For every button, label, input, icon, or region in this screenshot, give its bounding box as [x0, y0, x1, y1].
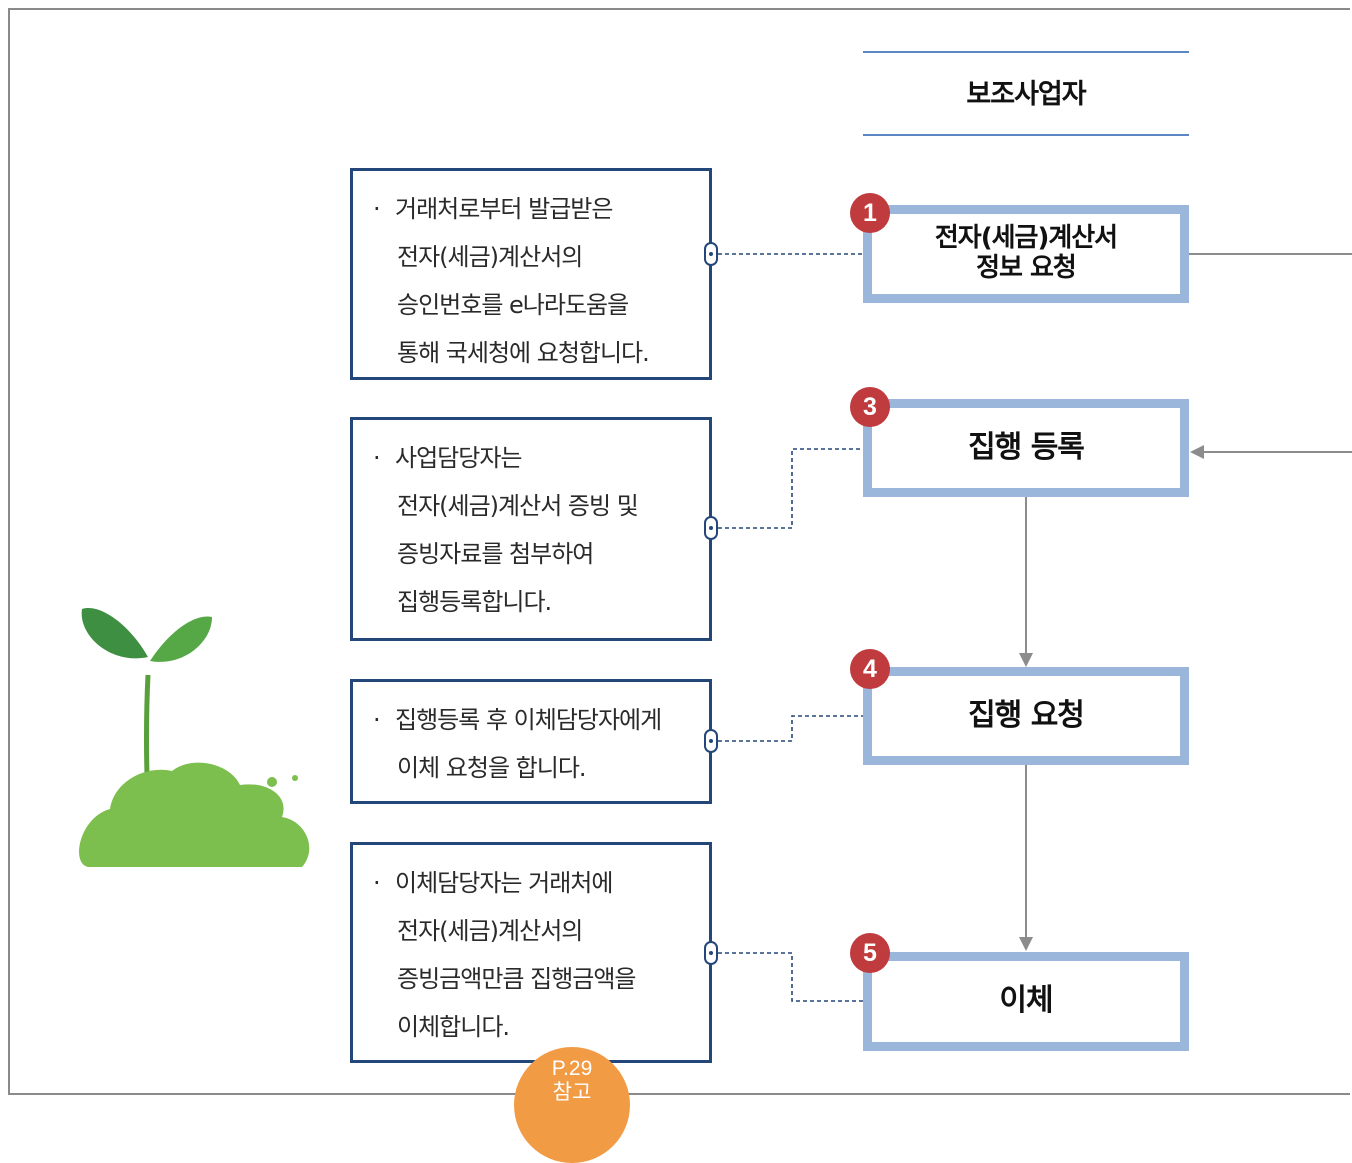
description-line: 증빙자료를 첨부하여	[397, 540, 594, 568]
description-line: 전자(세금)계산서의	[397, 243, 583, 271]
sprout-illustration-icon	[79, 608, 310, 867]
step-label-line: 정보 요청	[976, 253, 1077, 283]
description-line: ·거래처로부터 발급받은	[373, 185, 693, 233]
right-in-arrowhead	[1190, 445, 1204, 459]
description-line: 통해 국세청에 요청합니다.	[397, 339, 650, 367]
connector-dot	[704, 516, 718, 540]
description-line: 전자(세금)계산서 증빙 및	[397, 492, 639, 520]
description-line: ·사업담당자는	[373, 434, 693, 482]
description-line: 전자(세금)계산서의	[397, 917, 583, 945]
step-number-badge: 5	[850, 933, 890, 973]
step-label: 이체	[999, 983, 1053, 1019]
step-box-transfer: 이체	[863, 952, 1189, 1051]
dash-connector-4	[718, 952, 863, 1002]
reference-text: 참고	[552, 1081, 592, 1104]
step-number-badge: 4	[850, 649, 890, 689]
bullet-mark: ·	[373, 444, 381, 472]
connector-lines	[718, 253, 1352, 1002]
bullet-mark: ·	[373, 869, 381, 897]
step-label: 집행 요청	[968, 697, 1085, 733]
header-bottom-rule	[863, 134, 1189, 136]
description-line: 증빙금액만큼 집행금액을	[397, 965, 637, 993]
dash-connector-3	[718, 715, 863, 742]
description-line: ·이체담당자는 거래처에	[373, 859, 693, 907]
description-line: ·집행등록 후 이체담당자에게	[373, 696, 693, 744]
step-number-badge: 3	[850, 387, 890, 427]
page-reference-badge[interactable]: P.29 참고	[514, 1047, 630, 1163]
reference-page: P.29	[551, 1057, 593, 1080]
step-number-badge: 1	[850, 193, 890, 233]
flow-arrowhead-4-5	[1019, 937, 1033, 951]
connector-dot	[704, 729, 718, 753]
description-line: 승인번호를 e나라도움을	[397, 291, 629, 319]
header-title: 보조사업자	[966, 79, 1086, 110]
bullet-mark: ·	[373, 195, 381, 223]
header-top-rule	[863, 51, 1189, 53]
description-box-1: ·거래처로부터 발급받은 전자(세금)계산서의 승인번호를 e나라도움을 통해 …	[350, 168, 712, 380]
dash-connector-2	[718, 448, 863, 529]
description-box-2: ·사업담당자는 전자(세금)계산서 증빙 및 증빙자료를 첨부하여 집행등록합니…	[350, 417, 712, 641]
description-box-4: ·이체담당자는 거래처에 전자(세금)계산서의 증빙금액만큼 집행금액을 이체합…	[350, 842, 712, 1063]
step-box-execution-request: 집행 요청	[863, 667, 1189, 765]
step-label: 집행 등록	[968, 429, 1085, 465]
connector-dot	[704, 941, 718, 965]
bullet-mark: ·	[373, 706, 381, 734]
description-box-3: ·집행등록 후 이체담당자에게 이체 요청을 합니다.	[350, 679, 712, 804]
description-line: 이체 요청을 합니다.	[397, 754, 587, 782]
step-box-invoice-request: 전자(세금)계산서 정보 요청	[863, 205, 1189, 303]
step-box-execution-register: 집행 등록	[863, 399, 1189, 497]
step-label-line: 전자(세금)계산서	[934, 223, 1118, 254]
flow-arrowhead-3-4	[1019, 653, 1033, 667]
description-line: 집행등록합니다.	[397, 588, 552, 616]
connector-dot	[704, 242, 718, 266]
description-line: 이체합니다.	[397, 1013, 510, 1041]
